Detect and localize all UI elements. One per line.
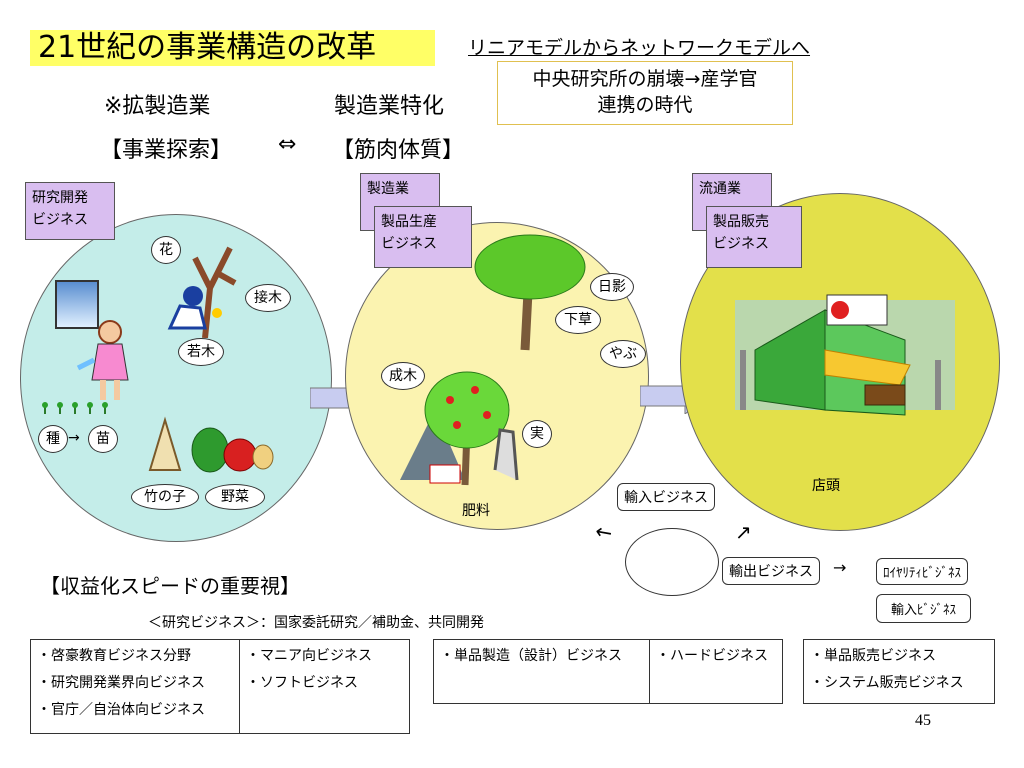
subtitle: リニアモデルからネットワークモデルへ — [468, 37, 811, 59]
research-table-col-2: ・マニア向ビジネス ・ソフトビジネス — [240, 640, 409, 733]
sprout-picture-icon — [55, 280, 99, 329]
sales-business-table: ・単品販売ビジネス ・システム販売ビジネス — [803, 639, 995, 704]
research-item-3: ・官庁／自治体向ビジネス — [37, 702, 205, 718]
shade-oval: 日影 — [590, 273, 634, 301]
production-item-2: ・ハードビジネス — [656, 648, 768, 664]
mature-oval: 成木 — [381, 362, 425, 390]
sales-item-1: ・単品販売ビジネス — [810, 648, 936, 664]
right-bracket: 【筋肉体質】 — [332, 138, 465, 163]
production-item-1: ・単品製造（設計）ビジネス — [440, 648, 622, 664]
research-item-5: ・ソフトビジネス — [246, 675, 358, 691]
research-label-line-1: 研究開発 — [32, 190, 88, 206]
research-item-2: ・研究開発業界向ビジネス — [37, 675, 205, 691]
import-business-2-box: 輸入ﾋﾞｼﾞﾈｽ — [876, 594, 972, 623]
exchange-arrow: ⇔ — [278, 132, 297, 157]
export-business-box: 輸出ビジネス — [722, 557, 820, 585]
bush-oval: やぶ — [600, 340, 646, 368]
sales-label-line-1: 製品販売 — [713, 214, 769, 230]
import-business-box: 輸入ビジネス — [617, 483, 715, 511]
sales-table-col-1: ・単品販売ビジネス ・システム販売ビジネス — [804, 640, 994, 703]
girl-watering-icon — [76, 320, 129, 400]
vegetable-oval: 野菜 — [205, 484, 265, 510]
grafting-gardener-icon — [167, 246, 237, 338]
store-label: 店頭 — [812, 478, 840, 494]
sales-label: 製品販売 ビジネス — [706, 206, 802, 268]
store-icon — [735, 294, 955, 416]
fertilizer-label: 肥料 — [462, 503, 490, 519]
flower-oval: 花 — [151, 236, 181, 264]
era-line-2: 連携の時代 — [597, 94, 693, 116]
right-mode: 製造業特化 — [334, 94, 445, 119]
fruit-oval: 実 — [522, 420, 552, 448]
research-item-4: ・マニア向ビジネス — [246, 648, 372, 664]
seedlings-icon — [42, 402, 108, 414]
left-mode: ※拡製造業 — [104, 94, 211, 119]
era-box: 中央研究所の崩壊→産学官 連携の時代 — [497, 61, 793, 125]
page-title: 21世紀の事業構造の改革 — [30, 30, 435, 66]
production-table-col-1: ・単品製造（設計）ビジネス — [434, 640, 650, 703]
production-business-table: ・単品製造（設計）ビジネス ・ハードビジネス — [433, 639, 783, 704]
page-number: 45 — [915, 712, 931, 729]
sales-label-line-2: ビジネス — [713, 236, 769, 252]
research-business-table: ・啓豪教育ビジネス分野 ・研究開発業界向ビジネス ・官庁／自治体向ビジネス ・マ… — [30, 639, 410, 734]
research-label-line-2: ビジネス — [32, 212, 88, 228]
seed-oval: 種 — [38, 425, 68, 453]
era-line-1: 中央研究所の崩壊→産学官 — [532, 68, 758, 90]
fruit-tree-icon — [400, 371, 519, 486]
research-item-1: ・啓豪教育ビジネス分野 — [37, 648, 191, 664]
tree-icon — [474, 234, 586, 351]
production-table-col-2: ・ハードビジネス — [650, 640, 782, 703]
research-label: 研究開発 ビジネス — [25, 182, 115, 240]
speed-heading: 【収益化スピードの重要視】 — [40, 574, 300, 598]
research-table-col-1: ・啓豪教育ビジネス分野 ・研究開発業界向ビジネス ・官庁／自治体向ビジネス — [31, 640, 240, 733]
production-label-line-1: 製品生産 — [381, 214, 437, 230]
undergrowth-oval: 下草 — [555, 306, 601, 334]
bamboo-vegetables-icon — [148, 416, 274, 473]
royalty-business-box: ﾛｲﾔﾘﾃｨﾋﾞｼﾞﾈｽ — [876, 558, 968, 585]
seed-to-seedling-arrow-icon: → — [68, 430, 80, 446]
left-bracket: 【事業探索】 — [100, 138, 233, 163]
production-label-line-2: ビジネス — [381, 236, 437, 252]
sapling-oval: 若木 — [178, 338, 224, 366]
sales-item-2: ・システム販売ビジネス — [810, 675, 964, 691]
cycle-circle — [625, 528, 719, 596]
export-arrow-icon: → — [833, 558, 847, 577]
research-note: ＜研究ビジネス＞：国家委託研究／補助金、共同開発 — [148, 615, 484, 631]
cycle-arrow-right-icon: ↗ — [735, 520, 752, 544]
seedling-oval: 苗 — [88, 425, 118, 453]
graft-oval: 接木 — [245, 284, 291, 312]
bamboo-oval: 竹の子 — [131, 484, 199, 510]
cycle-arrow-left-icon: ↖ — [589, 517, 618, 547]
production-label: 製品生産 ビジネス — [374, 206, 472, 268]
